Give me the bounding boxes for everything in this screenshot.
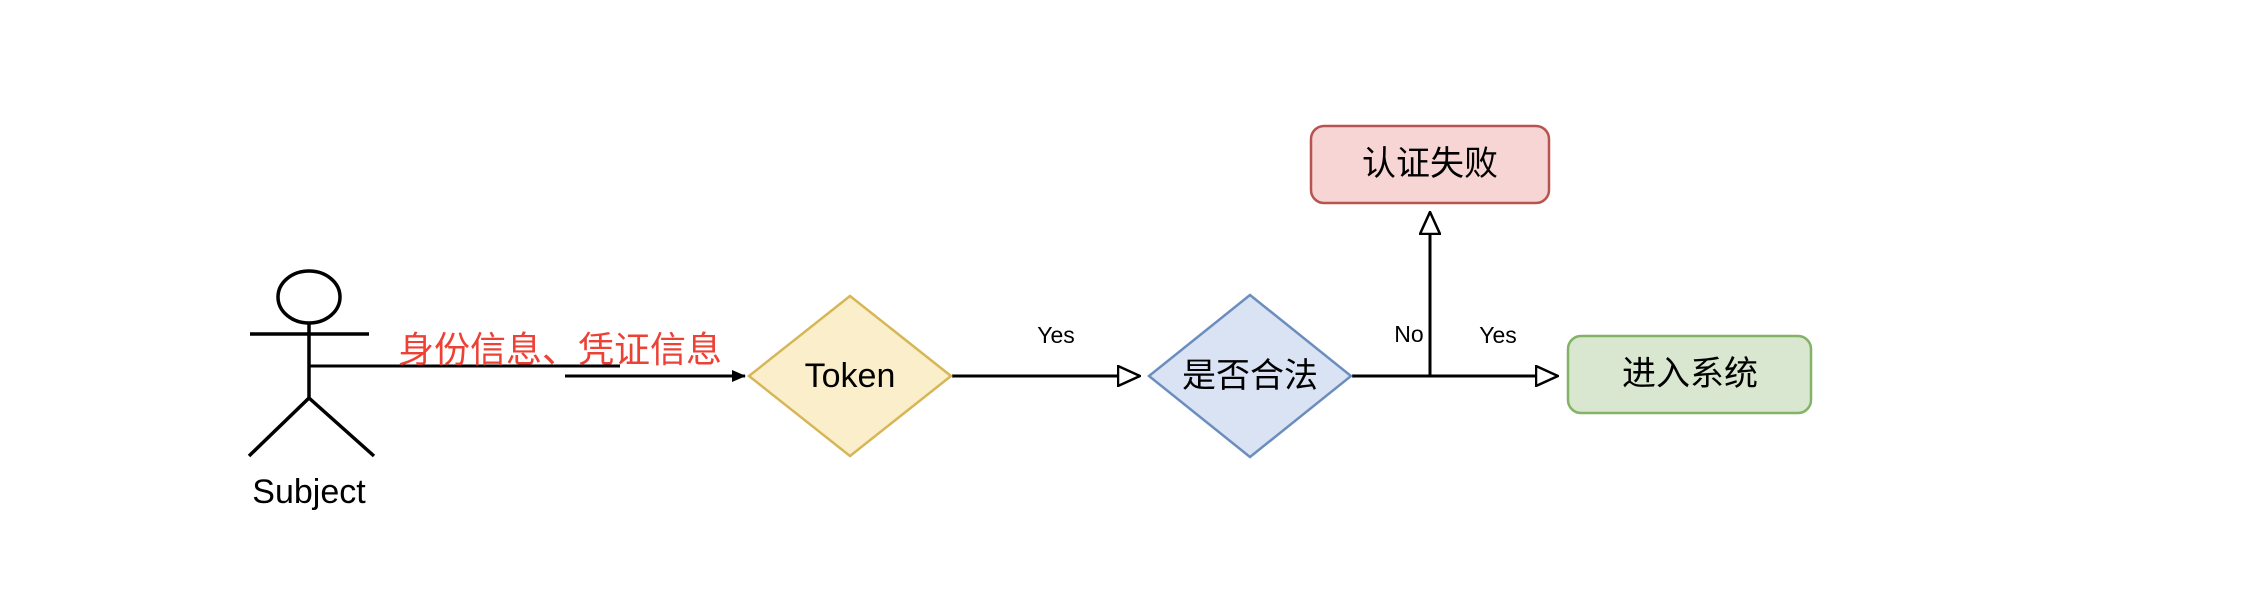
node-is-legal-shape: [1147, 293, 1353, 459]
node-token-label: Token: [805, 357, 896, 395]
node-auth-failed-shape: [1309, 124, 1551, 205]
edge-token-to-is-legal[interactable]: Yes: [952, 322, 1140, 376]
node-token[interactable]: Token: [746, 294, 954, 458]
node-enter-system[interactable]: 进入系统: [1566, 334, 1813, 415]
edge-is-legal-to-auth-failed[interactable]: No: [1394, 212, 1430, 376]
node-is-legal-label: 是否合法: [1182, 357, 1318, 395]
edge-subject-to-token[interactable]: [309, 364, 746, 382]
edge-label-no: No: [1394, 321, 1423, 347]
node-enter-system-label: 进入系统: [1622, 355, 1758, 393]
node-auth-failed[interactable]: 认证失败: [1309, 124, 1551, 205]
actor-head-icon: [276, 269, 342, 325]
node-token-shape: [746, 294, 954, 458]
edge-label-yes-token: Yes: [1037, 322, 1075, 348]
actor-left-leg-icon: [247, 396, 311, 458]
edge-is-legal-to-enter-system[interactable]: Yes: [1352, 322, 1558, 376]
annotation-credentials: 身份信息、凭证信息: [398, 329, 722, 370]
actor-label: Subject: [252, 473, 366, 511]
node-auth-failed-label: 认证失败: [1362, 145, 1498, 183]
node-is-legal[interactable]: 是否合法: [1147, 293, 1353, 459]
node-enter-system-shape: [1566, 334, 1813, 415]
edge-label-yes-enter: Yes: [1479, 322, 1517, 348]
actor-subject[interactable]: Subject: [247, 269, 376, 511]
actor-right-leg-icon: [307, 396, 376, 458]
